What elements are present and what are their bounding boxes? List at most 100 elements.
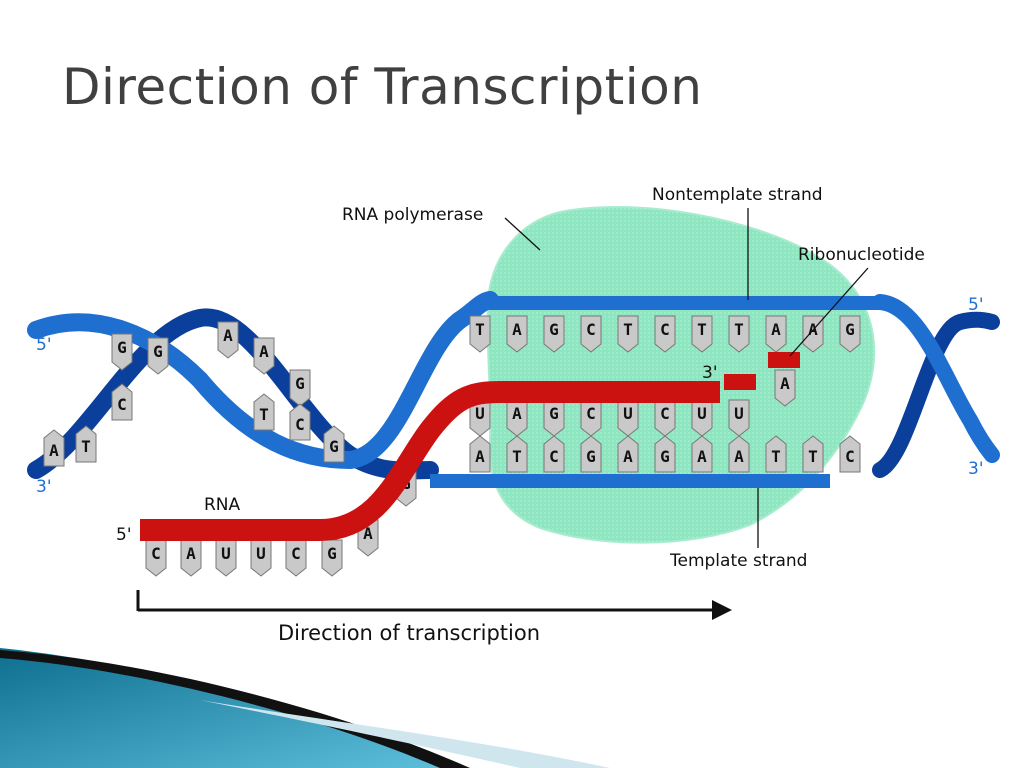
- nontemplate-bases: TAGCTCTTAAG: [469, 315, 861, 353]
- left-top-base-2: A: [217, 321, 239, 359]
- rna-free-base-2: U: [215, 539, 237, 577]
- base-letter: U: [623, 404, 633, 423]
- decorative-swoosh-light: [200, 700, 610, 768]
- rna-paired-base-1: A: [506, 399, 528, 437]
- base-letter: C: [291, 544, 301, 563]
- base-letter: A: [623, 447, 633, 466]
- nontemplate-base-10: G: [839, 315, 861, 353]
- base-letter: A: [475, 447, 485, 466]
- rna-3prime-label: 3': [702, 363, 718, 383]
- ribonucleotide-block: [768, 352, 800, 368]
- nontemplate-base-1: A: [506, 315, 528, 353]
- base-letter: U: [697, 404, 707, 423]
- base-letter: C: [295, 415, 305, 434]
- right-helix-strand-back: [872, 311, 1000, 478]
- template-base-7: A: [728, 435, 750, 473]
- base-letter: C: [845, 447, 855, 466]
- nontemplate-strand-bar: [478, 296, 880, 310]
- base-letter: T: [81, 437, 91, 456]
- base-letter: G: [327, 544, 337, 563]
- base-letter: A: [363, 524, 373, 543]
- left-helix-strand-back: [27, 308, 439, 480]
- template-base-0: A: [469, 435, 491, 473]
- decorative-swoosh: [0, 648, 460, 768]
- left-helix-bottom-bases: A T C T C G: [43, 383, 345, 467]
- base-letter: G: [660, 447, 670, 466]
- left-bottom-base-3: T: [253, 393, 275, 431]
- nontemplate-strand-label: Nontemplate strand: [652, 185, 823, 205]
- base-letter: T: [623, 320, 633, 339]
- base-letter: T: [475, 320, 485, 339]
- rna-free-base-0: C: [145, 539, 167, 577]
- ribonucleotide-label: Ribonucleotide: [798, 245, 925, 265]
- template-base-10: C: [839, 435, 861, 473]
- base-letter: T: [771, 447, 781, 466]
- left-bottom-base-1: T: [75, 425, 97, 463]
- base-letter: T: [734, 320, 744, 339]
- nontemplate-base-7: T: [728, 315, 750, 353]
- template-base-8: T: [765, 435, 787, 473]
- direction-arrow-head: [712, 600, 732, 620]
- template-strand-bar: [430, 474, 830, 488]
- base-letter: A: [259, 342, 269, 361]
- base-letter: G: [329, 437, 339, 456]
- rna-free-base-3: U: [250, 539, 272, 577]
- direction-of-transcription-label: Direction of transcription: [278, 621, 540, 645]
- nontemplate-base-5: C: [654, 315, 676, 353]
- base-letter: U: [256, 544, 266, 563]
- left-bottom-base-5: G: [323, 425, 345, 463]
- template-base-4: A: [617, 435, 639, 473]
- left-top-base-4: G: [289, 369, 311, 407]
- base-letter: A: [771, 320, 781, 339]
- base-letter: A: [780, 374, 790, 393]
- rna-polymerase-label: RNA polymerase: [342, 205, 483, 225]
- base-letter: C: [586, 404, 596, 423]
- template-base-6: A: [691, 435, 713, 473]
- base-letter: A: [512, 404, 522, 423]
- left-top-base-1: G: [147, 337, 169, 375]
- base-letter: C: [549, 447, 559, 466]
- ribonucleotide-leader: [789, 267, 869, 357]
- rna-free-base-5: G: [321, 539, 343, 577]
- rna-strand: [140, 381, 720, 541]
- decorative-swoosh-line: [0, 650, 470, 768]
- nontemplate-base-8: A: [765, 315, 787, 353]
- left-helix-top-bases: G G A A G: [111, 321, 311, 407]
- slide-title: Direction of Transcription: [62, 58, 703, 116]
- base-letter: A: [49, 441, 59, 460]
- rna-5prime-label: 5': [116, 525, 132, 545]
- base-letter: A: [186, 544, 196, 563]
- base-letter: T: [808, 447, 818, 466]
- rna-paired-base-7: U: [728, 399, 750, 437]
- left-bottom-base-0: A: [43, 429, 65, 467]
- rna-paired-base-4: U: [617, 399, 639, 437]
- base-letter: G: [153, 342, 163, 361]
- base-letter: T: [259, 405, 269, 424]
- base-letter: A: [512, 320, 522, 339]
- base-letter: G: [117, 338, 127, 357]
- base-letter: A: [697, 447, 707, 466]
- rna-polymerase-leader: [504, 217, 541, 251]
- base-letter: A: [734, 447, 744, 466]
- base-letter: U: [475, 404, 485, 423]
- incoming-ribonucleotide: A: [774, 369, 796, 407]
- rna-free-base-4: C: [285, 539, 307, 577]
- left-top-base-0: G: [111, 333, 133, 371]
- base-letter: C: [117, 395, 127, 414]
- left-bottom-base-2: C: [111, 383, 133, 421]
- base-letter: G: [549, 404, 559, 423]
- nontemplate-base-0: T: [469, 315, 491, 353]
- base-letter: U: [221, 544, 231, 563]
- left-top-base-3: A: [253, 337, 275, 375]
- base-letter: G: [586, 447, 596, 466]
- rna-paired-base-6: U: [691, 399, 713, 437]
- base-letter: U: [734, 404, 744, 423]
- left-5prime-label: 5': [36, 335, 52, 355]
- rna-paired-base-5: C: [654, 399, 676, 437]
- rna-paired-base-3: C: [580, 399, 602, 437]
- base-letter: C: [660, 404, 670, 423]
- left-3prime-label: 3': [36, 477, 52, 497]
- nontemplate-base-6: T: [691, 315, 713, 353]
